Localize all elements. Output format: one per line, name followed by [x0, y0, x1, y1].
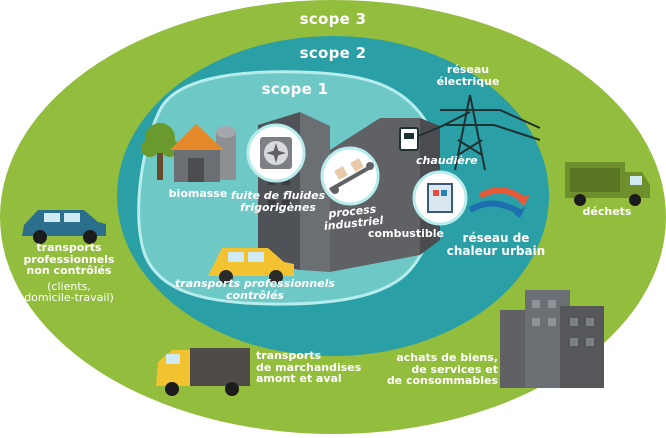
fan-icon — [246, 123, 306, 183]
scope1-label: scope 1 — [261, 80, 329, 98]
reseau-elec-line2: électrique — [436, 74, 500, 88]
truck-icon-green — [565, 162, 650, 206]
scope2-label: scope 2 — [299, 44, 367, 62]
marchandises-label: transports de marchandises amont et aval — [256, 350, 366, 385]
transports-ctrl-line2: contrôlés — [226, 288, 284, 302]
fuite-fluides-label: fuite de fluides frigorigènes — [230, 190, 326, 213]
combustible-label: combustible — [368, 227, 444, 240]
pylon-icon — [440, 94, 541, 171]
transports-ctrl-line1: transports professionnels — [175, 277, 335, 290]
car-icon — [208, 248, 294, 284]
city-buildings-icon — [500, 290, 604, 388]
transports-non-controles-label: transports professionnels non contrôlés … — [14, 242, 124, 304]
transports-nc-line2: professionnels — [23, 252, 115, 266]
transports-controles-label: transports professionnels contrôlés — [170, 278, 340, 301]
tree-icon — [141, 123, 179, 180]
heat-arrow-icon — [468, 187, 530, 218]
reseau-elec-line1: réseau — [446, 63, 490, 76]
achats-line1: achats de biens, — [396, 351, 498, 364]
scope3-label: scope 3 — [299, 10, 367, 28]
chaudiere-label: chaudière — [416, 154, 478, 167]
reseau-chaleur-line1: réseau de — [462, 231, 530, 245]
barn-icon — [170, 124, 224, 182]
transports-nc-line5: domicile-travail) — [24, 291, 114, 305]
biomasse-label: biomasse — [168, 187, 228, 200]
achats-line2: de services et — [411, 362, 498, 376]
reseau-chaleur-line2: chaleur urbain — [446, 243, 546, 258]
achats-label: achats de biens, de services et de conso… — [380, 352, 498, 387]
marchandises-line3: amont et aval — [256, 372, 342, 386]
meter-icon — [399, 111, 471, 151]
boiler-icon — [412, 170, 468, 226]
fuite-line2: frigorigènes — [240, 200, 316, 214]
achats-line3: de consommables — [386, 374, 498, 388]
transports-nc-line4: (clients, — [47, 279, 91, 293]
silo-icon — [216, 126, 236, 180]
marchandises-line1: transports — [256, 349, 322, 362]
truck-icon — [156, 348, 250, 396]
dechets-label: déchets — [582, 205, 632, 218]
fuite-line1: fuite de fluides — [230, 189, 326, 202]
reseau-chaleur-label: réseau de chaleur urbain — [446, 232, 546, 257]
transports-nc-line1: transports — [36, 241, 102, 254]
conveyor-icon — [320, 146, 380, 206]
marchandises-line2: de marchandises — [256, 360, 362, 374]
car-icon-blue — [22, 210, 106, 244]
transports-nc-line3: non contrôlés — [26, 264, 112, 278]
reseau-electrique-label: réseau électrique — [428, 64, 508, 87]
